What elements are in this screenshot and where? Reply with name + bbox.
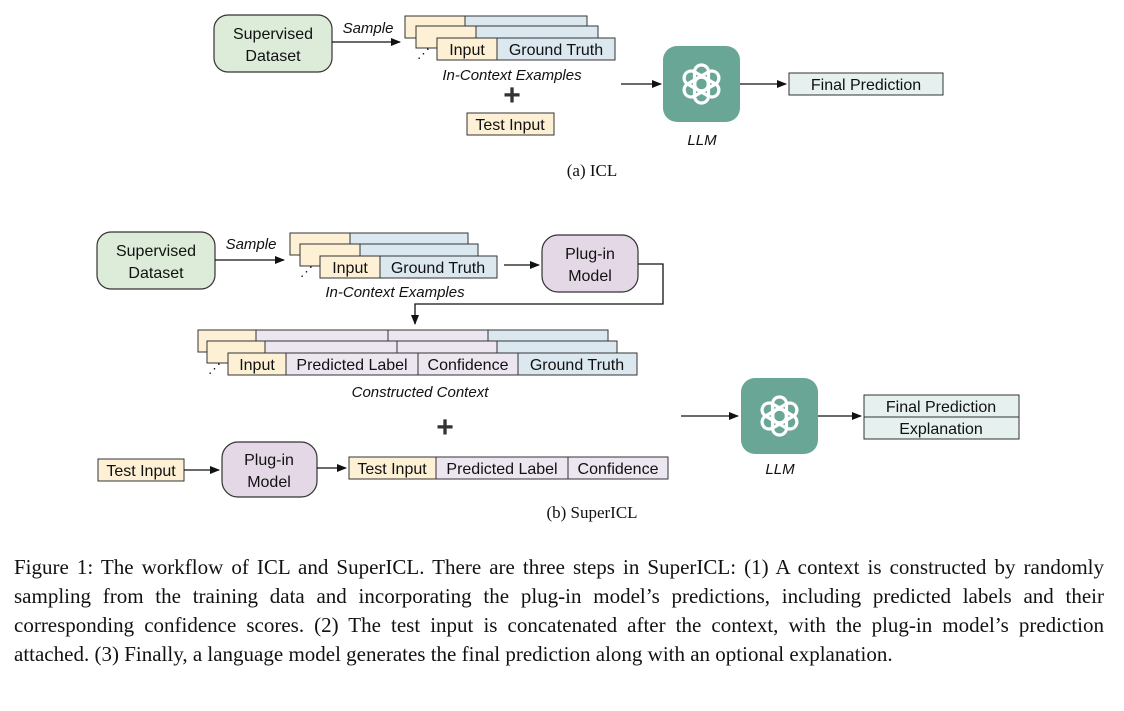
icl-panel: Supervised Dataset Sample Input Ground T… <box>213 14 944 180</box>
context-ellipsis: ⋰ <box>208 361 221 376</box>
supericl-dataset-line1: Supervised <box>116 243 196 260</box>
icl-subcaption: (a) ICL <box>567 161 618 180</box>
supericl-examples-label: In-Context Examples <box>325 284 465 301</box>
supericl-plugin2-line2: Model <box>247 474 291 491</box>
icl-example-stack: Input Ground Truth ⋰ <box>404 15 616 61</box>
icl-dataset-box <box>213 14 333 73</box>
icl-final-prediction-box <box>788 72 944 96</box>
context-confidence-cell: Confidence <box>428 357 509 374</box>
icl-sample-label: Sample <box>343 20 394 37</box>
test-row-input-cell: Test Input <box>357 461 427 478</box>
supericl-ground-truth-cell: Ground Truth <box>391 260 485 277</box>
supericl-panel: Supervised Dataset Sample Input Ground T… <box>96 231 1020 522</box>
icl-dataset-line1: Supervised <box>233 26 313 43</box>
supericl-plugin-to-context-arrow <box>411 263 664 325</box>
supericl-subcaption: (b) SuperICL <box>546 503 637 522</box>
icl-dataset-line2: Dataset <box>245 48 301 65</box>
supericl-final-prediction-label: Final Prediction <box>886 399 996 416</box>
icl-ellipsis: ⋰ <box>417 46 430 61</box>
icl-llm-box <box>663 46 740 122</box>
context-input-cell: Input <box>239 357 275 374</box>
supericl-context-stack: Input Predicted Label Confidence Ground … <box>197 329 638 376</box>
icl-final-prediction-label: Final Prediction <box>811 77 921 94</box>
supericl-explanation-label: Explanation <box>899 421 983 438</box>
context-ground-truth-cell: Ground Truth <box>530 357 624 374</box>
supericl-test-row: Test Input Predicted Label Confidence <box>348 456 669 480</box>
context-predicted-label-cell: Predicted Label <box>296 357 407 374</box>
workflow-diagram: Supervised Dataset Sample Input Ground T… <box>96 14 1020 522</box>
supericl-plugin-line2: Model <box>568 268 612 285</box>
icl-plus: + <box>503 79 521 112</box>
supericl-plugin-line1: Plug-in <box>565 246 615 263</box>
supericl-sample-label: Sample <box>226 236 277 253</box>
supericl-input-cell: Input <box>332 260 368 277</box>
icl-input-cell: Input <box>449 42 485 59</box>
figure-caption: Figure 1: The workflow of ICL and SuperI… <box>14 555 1104 666</box>
icl-test-input-label: Test Input <box>475 117 545 134</box>
icl-test-input-box <box>466 112 555 136</box>
supericl-llm-box <box>741 378 818 454</box>
supericl-plugin2-box <box>221 441 318 498</box>
supericl-plus: + <box>436 411 454 444</box>
test-row-confidence-cell: Confidence <box>578 461 659 478</box>
supericl-example-stack: Input Ground Truth ⋰ <box>289 232 498 279</box>
supericl-test-input-label: Test Input <box>106 463 176 480</box>
icl-examples-label: In-Context Examples <box>442 67 582 84</box>
supericl-context-label: Constructed Context <box>352 384 490 401</box>
supericl-dataset-line2: Dataset <box>128 265 184 282</box>
supericl-llm-label: LLM <box>765 461 795 478</box>
icl-llm-label: LLM <box>687 132 717 149</box>
icl-ground-truth-cell: Ground Truth <box>509 42 603 59</box>
supericl-ellipsis: ⋰ <box>300 264 313 279</box>
supericl-explanation-box <box>863 416 1020 440</box>
test-row-predicted-label-cell: Predicted Label <box>446 461 557 478</box>
supericl-plugin2-line1: Plug-in <box>244 452 294 469</box>
